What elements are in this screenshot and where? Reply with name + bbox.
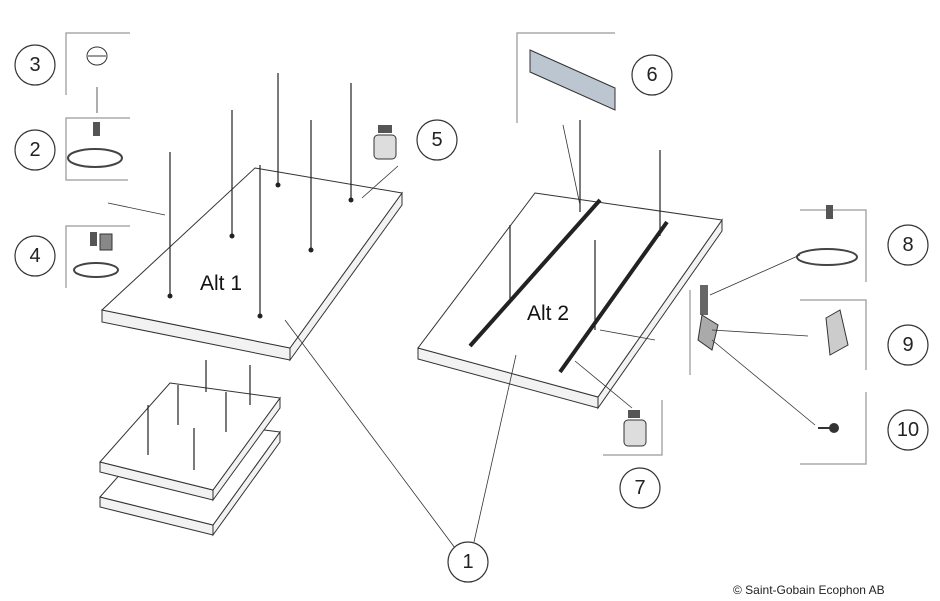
svg-text:5: 5 [431, 129, 442, 151]
ceiling-anchor-icon [86, 46, 108, 66]
wire-hanger-anchor-icon [73, 232, 119, 278]
alt1-hanger-rods [167, 73, 354, 319]
component-boxes [65, 32, 867, 465]
component-icons [67, 46, 858, 447]
svg-text:3: 3 [29, 54, 40, 76]
alt1-panel [100, 167, 403, 362]
hanger-assembly-icon [697, 285, 719, 351]
callout-8: 8 [887, 224, 929, 266]
leader-lines [107, 124, 816, 549]
svg-text:10: 10 [897, 419, 919, 441]
svg-text:7: 7 [634, 477, 645, 499]
callout-9: 9 [887, 324, 929, 366]
svg-text:2: 2 [29, 139, 40, 161]
clip-icon [825, 309, 849, 356]
callout-3: 3 [14, 44, 56, 86]
callout-1: 1 [447, 541, 489, 583]
spring-anchor-icon-2 [623, 410, 647, 447]
callout-6: 6 [631, 54, 673, 96]
callout-5: 5 [416, 119, 458, 161]
svg-text:6: 6 [646, 64, 657, 86]
svg-text:1: 1 [462, 551, 473, 573]
spring-anchor-icon [373, 125, 397, 160]
alt2-rails [468, 120, 669, 374]
callout-4: 4 [14, 235, 56, 277]
callout-7: 7 [619, 467, 661, 509]
callout-10: 10 [887, 409, 929, 451]
svg-text:4: 4 [29, 245, 40, 267]
wire-hanger-icon [67, 122, 123, 168]
alt2-panel [417, 192, 723, 410]
screw-icon [818, 423, 839, 433]
alt1-label: Alt 1 [200, 272, 242, 295]
stacked-panels [99, 360, 281, 537]
t-bar-profile-icon [529, 49, 616, 111]
callout-2: 2 [14, 129, 56, 171]
svg-text:8: 8 [902, 234, 913, 256]
copyright-text: © Saint-Gobain Ecophon AB [733, 583, 885, 597]
svg-text:9: 9 [902, 334, 913, 356]
wire-hanger-icon-2 [796, 205, 858, 266]
alt2-label: Alt 2 [527, 302, 569, 325]
